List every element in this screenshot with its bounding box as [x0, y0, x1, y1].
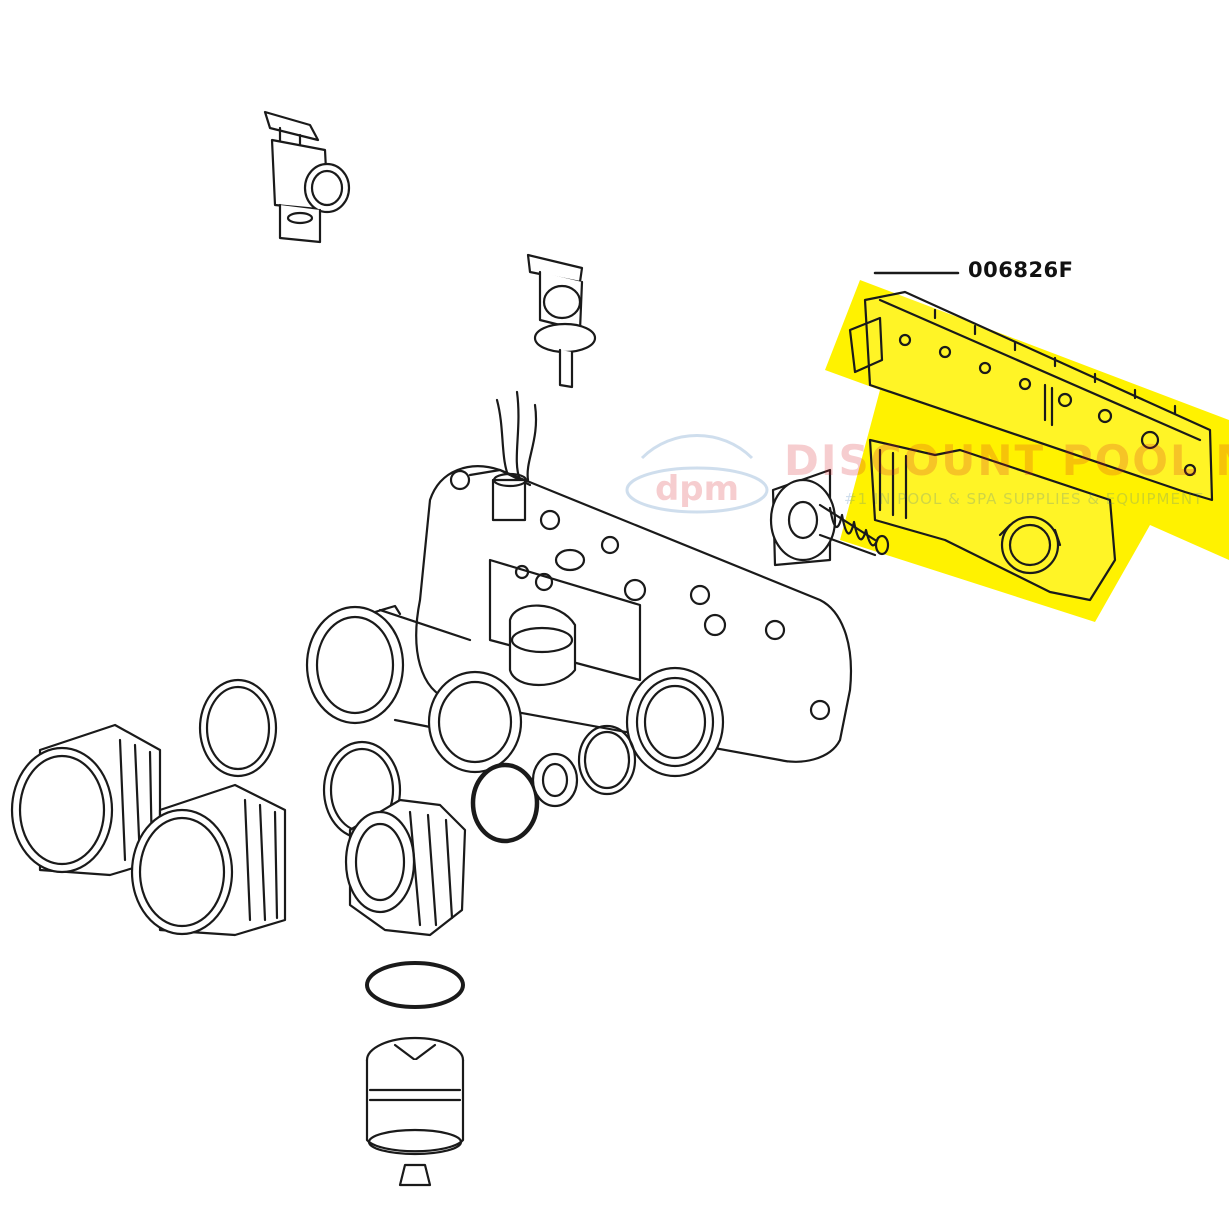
highlighted-part-006826F — [825, 280, 1229, 622]
drain-port — [625, 666, 725, 778]
outlet-port — [427, 670, 523, 774]
o-ring-small-center — [470, 762, 540, 844]
drain-plug — [365, 1036, 465, 1187]
check-valve-spring — [769, 468, 890, 567]
union-nut-right — [130, 783, 287, 937]
threaded-insert — [344, 798, 467, 937]
valve-manifold-body — [415, 465, 852, 763]
o-ring-large-left — [198, 678, 278, 778]
o-ring-bottom — [365, 961, 465, 1009]
pressure-switch — [526, 253, 597, 389]
manual-air-valve — [263, 110, 351, 244]
part-number-label: 006826F — [968, 258, 1074, 282]
sensor-wires — [495, 390, 538, 482]
small-fitting — [531, 752, 579, 808]
union-nut-left — [10, 723, 162, 877]
o-ring-small-right — [577, 724, 637, 796]
inlet-port — [305, 604, 472, 737]
